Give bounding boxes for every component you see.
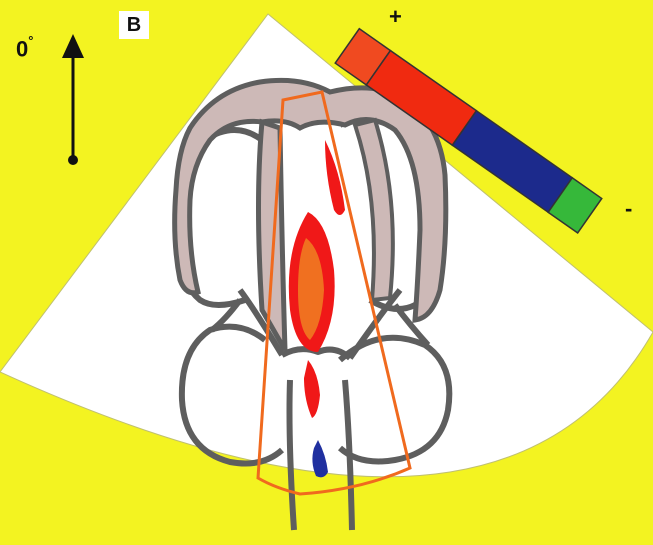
scale-minus-label: - [625, 196, 632, 222]
orientation-angle-label: 0° [16, 36, 33, 62]
degree-symbol: ° [28, 33, 33, 48]
arrow-head-icon [62, 34, 84, 58]
arrow-tail-dot [68, 155, 78, 165]
orientation-arrow [62, 34, 84, 165]
interventricular-septum [259, 122, 286, 350]
scale-plus-label: + [389, 4, 402, 30]
orientation-angle-value: 0 [16, 36, 28, 61]
panel-label: B [119, 11, 149, 39]
